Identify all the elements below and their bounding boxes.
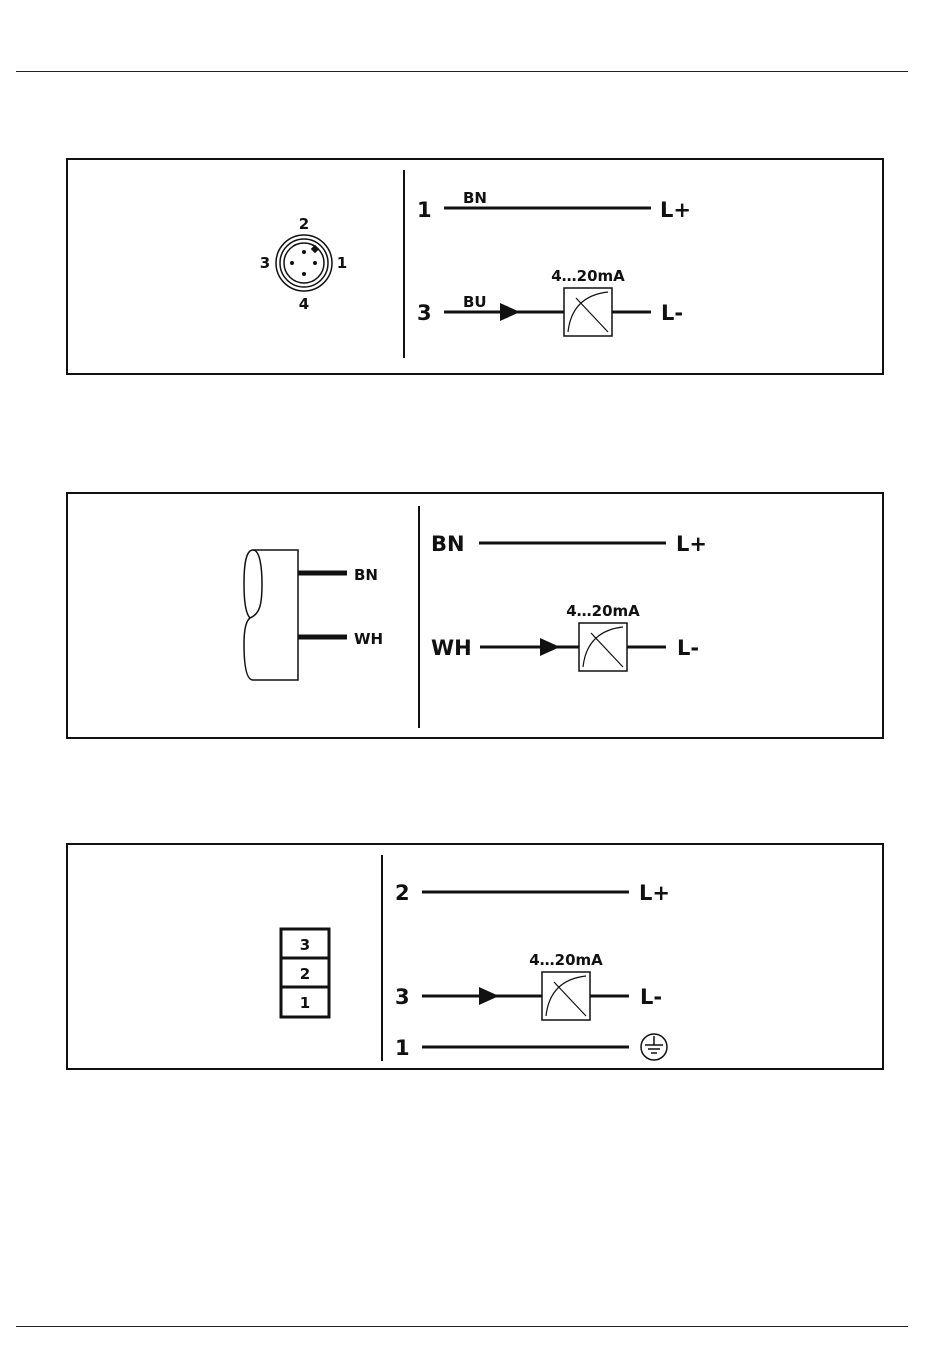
- current-arrow-icon: [540, 638, 560, 656]
- wire-bottom-terminal: L-: [661, 301, 683, 325]
- ammeter-icon: [564, 288, 612, 336]
- cable-wiring-diagram: BN WH BN L+ WH 4…20mA L-: [68, 494, 886, 741]
- terminal-label-3: 3: [300, 936, 310, 954]
- pin-3-dot: [290, 261, 294, 265]
- wire-bottom-pin: 3: [417, 301, 432, 325]
- wire-bottom-pin: 1: [395, 1036, 410, 1060]
- current-arrow-icon: [500, 303, 520, 321]
- wire-top-terminal: L+: [660, 198, 691, 222]
- ammeter-icon: [542, 972, 590, 1020]
- meter-label: 4…20mA: [529, 951, 603, 969]
- panel-cable-wiring: BN WH BN L+ WH 4…20mA L-: [66, 492, 884, 739]
- pin-label-2: 2: [299, 215, 309, 233]
- cable-end-icon: [244, 550, 298, 680]
- protective-earth-icon: [641, 1034, 667, 1060]
- top-divider-line: [16, 71, 908, 72]
- pin-label-4: 4: [299, 295, 309, 313]
- wire-bottom-terminal: L-: [677, 636, 699, 660]
- m12-connector-face: [276, 235, 332, 291]
- meter-label: 4…20mA: [566, 602, 640, 620]
- ammeter-icon: [579, 623, 627, 671]
- terminal-block-wiring-diagram: 3 2 1 2 L+ 3 4…20mA L- 1: [68, 845, 886, 1072]
- pin-label-1: 1: [337, 254, 347, 272]
- pin-4-dot: [302, 272, 306, 276]
- wire-top-terminal: L+: [676, 532, 707, 556]
- wire-top-pin: 2: [395, 881, 410, 905]
- pin-1-dot: [313, 261, 317, 265]
- wire-bottom-color: WH: [431, 636, 472, 660]
- wire-bottom-color: BU: [463, 293, 487, 311]
- wire-middle-pin: 3: [395, 985, 410, 1009]
- wire-top-color: BN: [463, 189, 487, 207]
- wire-top-color: BN: [431, 532, 465, 556]
- bottom-divider-line: [16, 1326, 908, 1327]
- wire-top-terminal: L+: [639, 881, 670, 905]
- panel-m12-connector-wiring: 2 3 1 4 1 BN L+ 3 BU 4…20mA L-: [66, 158, 884, 375]
- lead-label-wh: WH: [354, 630, 383, 648]
- panel-terminal-block-wiring: 3 2 1 2 L+ 3 4…20mA L- 1: [66, 843, 884, 1070]
- pin-label-3: 3: [260, 254, 270, 272]
- coding-key-icon: [311, 245, 319, 253]
- wire-middle-terminal: L-: [640, 985, 662, 1009]
- current-arrow-icon: [479, 987, 499, 1005]
- lead-label-bn: BN: [354, 566, 378, 584]
- terminal-label-2: 2: [300, 965, 310, 983]
- pin-2-dot: [302, 250, 306, 254]
- terminal-label-1: 1: [300, 994, 310, 1012]
- m12-wiring-diagram: 2 3 1 4 1 BN L+ 3 BU 4…20mA L-: [68, 160, 886, 377]
- meter-label: 4…20mA: [551, 267, 625, 285]
- wire-top-pin: 1: [417, 198, 432, 222]
